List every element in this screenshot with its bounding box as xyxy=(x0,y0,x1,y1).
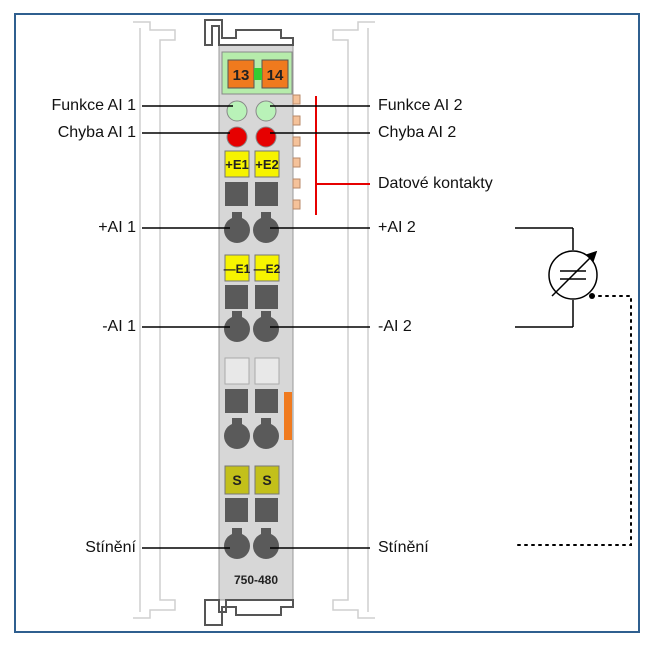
minus-e1-label: —E1 xyxy=(224,262,251,276)
bottom-clip xyxy=(204,599,294,626)
left-leader-lines xyxy=(142,105,233,549)
label-minus-ai1: -AI 1 xyxy=(102,318,136,335)
part-number: 750-480 xyxy=(234,573,278,587)
plus-e2-tag xyxy=(254,150,280,178)
label-shield-left: Stínění xyxy=(85,539,136,556)
label-error-ai1: Chyba AI 1 xyxy=(57,124,136,141)
shield-dotted-line xyxy=(517,295,632,546)
plus-e1-tag xyxy=(224,150,250,178)
terminal-13-label: 13 xyxy=(233,67,250,84)
data-contacts xyxy=(292,94,301,210)
led-error-ai1 xyxy=(226,126,248,148)
power-jumper-contact xyxy=(284,392,292,440)
blank-tag xyxy=(224,357,250,385)
push-button xyxy=(225,285,248,309)
diagram-frame xyxy=(14,13,640,633)
led-function-ai2 xyxy=(255,100,277,122)
label-function-ai2: Funkce AI 2 xyxy=(378,97,463,114)
clamp-ai2-plus xyxy=(253,212,279,243)
shield-label-2: S xyxy=(262,472,271,488)
blank-tag xyxy=(254,357,280,385)
minus-e2-label: —E2 xyxy=(254,262,281,276)
label-minus-ai2: -AI 2 xyxy=(378,318,412,335)
push-button xyxy=(225,389,248,413)
clamp-shield-1 xyxy=(224,528,250,559)
plus-e1-label: +E1 xyxy=(225,157,249,172)
label-shield-right: Stínění xyxy=(378,539,429,556)
shield-label-1: S xyxy=(232,472,241,488)
shield-tag xyxy=(224,465,250,495)
minus-e2-tag xyxy=(254,254,280,282)
label-plus-ai2: +AI 2 xyxy=(378,219,416,236)
push-button xyxy=(255,285,278,309)
label-function-ai1: Funkce AI 1 xyxy=(51,97,137,114)
clamp-shield-2 xyxy=(253,528,279,559)
clamp-spare xyxy=(253,418,279,449)
label-error-ai2: Chyba AI 2 xyxy=(378,124,457,141)
push-button xyxy=(225,182,248,206)
led-function-ai1 xyxy=(226,100,248,122)
din-rail-outline xyxy=(133,21,375,619)
variable-resistance-sensor-icon xyxy=(515,227,598,328)
clamp-spare xyxy=(224,418,250,449)
push-button xyxy=(225,498,248,522)
shield-connection-dot xyxy=(589,293,595,299)
label-plus-ai1: +AI 1 xyxy=(98,219,136,236)
shield-tag xyxy=(254,465,280,495)
minus-e1-tag xyxy=(224,254,250,282)
terminal-14 xyxy=(261,59,289,89)
push-button xyxy=(255,389,278,413)
terminal-bridge xyxy=(254,68,262,80)
right-leader-lines xyxy=(270,105,370,549)
push-button xyxy=(255,498,278,522)
plus-e2-label: +E2 xyxy=(255,157,279,172)
top-clip xyxy=(204,19,294,46)
terminal-14-label: 14 xyxy=(267,67,284,84)
label-data-contacts: Datové kontakty xyxy=(378,175,493,192)
push-button xyxy=(255,182,278,206)
clamp-ai1-plus xyxy=(224,212,250,243)
clamp-ai2-minus xyxy=(253,311,279,342)
clamp-ai1-minus xyxy=(224,311,250,342)
led-error-ai2 xyxy=(255,126,277,148)
